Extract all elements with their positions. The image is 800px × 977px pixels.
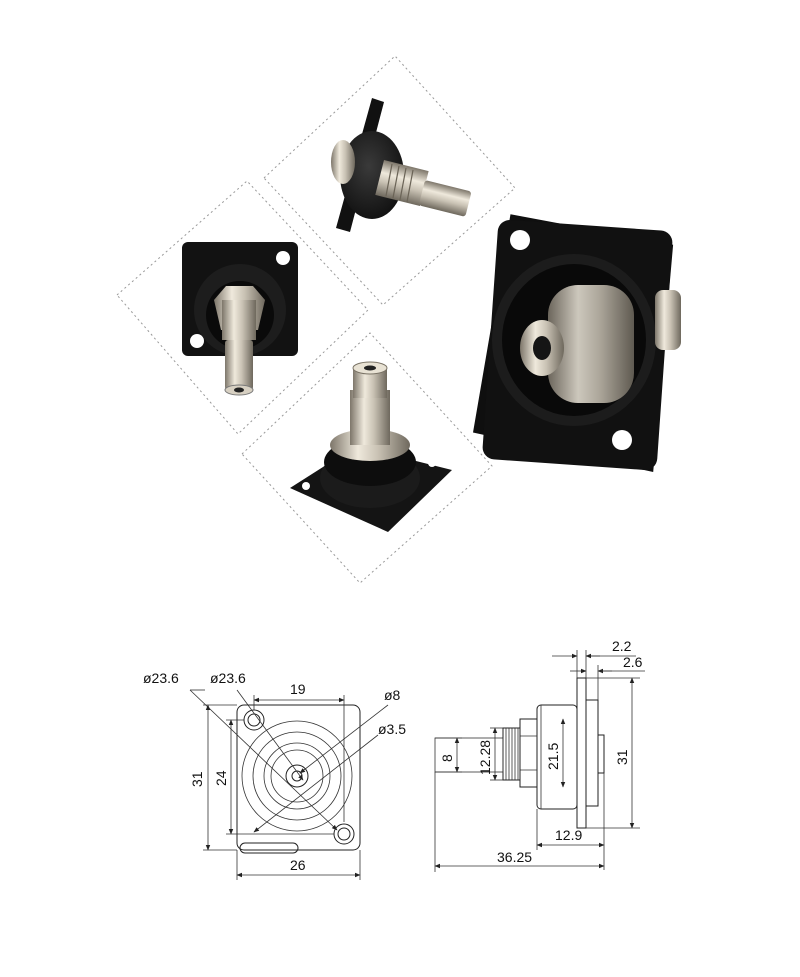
photo-connector-back-view (116, 180, 369, 435)
dim-body-length-label: 12.9 (555, 827, 582, 843)
dim-panel-gap-label: 2.6 (623, 654, 643, 670)
dim-hole-spacing-label: 19 (290, 681, 306, 697)
dim-total-length-label: 36.25 (497, 849, 532, 865)
dim-outer-ring-label: ø8 (384, 687, 401, 703)
drawing-front-view: ø23.6 ø23.6 19 ø8 ø3.5 31 24 26 (143, 670, 406, 880)
photo-connector-top-view (241, 332, 493, 584)
photo-connector-side-view (263, 55, 516, 306)
dim-body-diameter-label: ø23.6 (210, 670, 246, 686)
dim-sleeve-diameter-label: 8 (439, 754, 455, 762)
drawing-side-view: 2.2 2.6 31 8 12.28 21.5 12.9 36.25 (434, 638, 645, 872)
photo-connector-front-view (473, 214, 681, 473)
dim-body-height-label: 21.5 (545, 743, 561, 770)
dim-thread-diameter-label: 12.28 (477, 740, 493, 775)
dim-hole-vspacing-label: 24 (213, 770, 229, 786)
dim-bore-label: ø3.5 (378, 721, 406, 737)
dim-width-label: 26 (290, 857, 306, 873)
dim-flange-thickness-label: 2.2 (612, 638, 632, 654)
dim-plate-height-label: 31 (614, 749, 630, 765)
dim-height-label: 31 (189, 771, 205, 787)
dim-hole-diameter-label: ø23.6 (143, 670, 179, 686)
